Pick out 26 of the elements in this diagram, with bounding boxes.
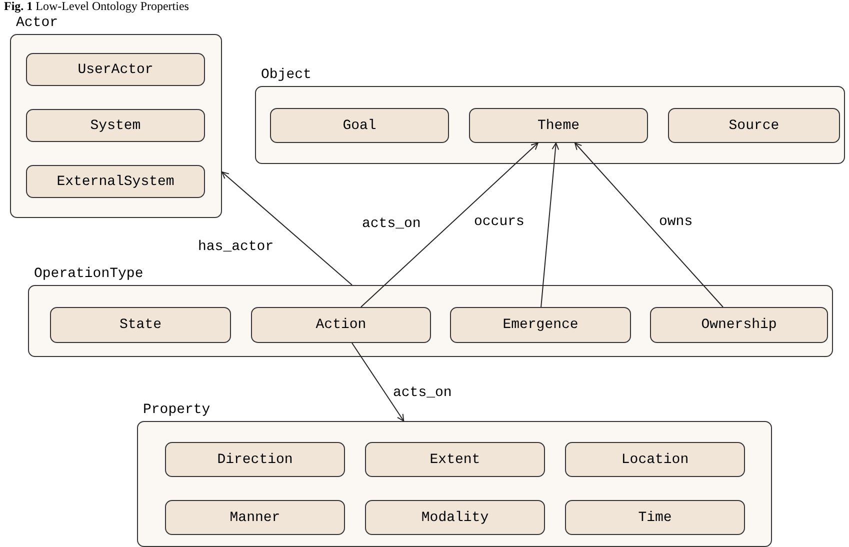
class-box: Action: [251, 307, 431, 343]
group-heading: Property: [143, 401, 210, 419]
class-box: State: [50, 307, 231, 343]
arrow: [574, 142, 724, 308]
arrow: [222, 172, 353, 286]
class-box: Modality: [365, 500, 545, 535]
group-heading: Object: [261, 66, 312, 84]
arrow: [360, 142, 538, 308]
arrow: [351, 342, 404, 422]
class-box: Manner: [165, 500, 345, 535]
class-box: ExternalSystem: [26, 165, 205, 198]
class-box: Location: [565, 442, 745, 477]
group-heading: OperationType: [34, 265, 144, 283]
class-box: Time: [565, 500, 745, 535]
class-box: Source: [668, 108, 840, 143]
class-box: Extent: [365, 442, 545, 477]
class-box: Theme: [469, 108, 648, 143]
class-box: Direction: [165, 442, 345, 477]
figure-caption: Fig. 1 Low-Level Ontology Properties: [4, 0, 189, 13]
class-box: Goal: [270, 108, 449, 143]
class-box: UserActor: [26, 53, 205, 86]
class-box: System: [26, 109, 205, 142]
class-box: Emergence: [450, 307, 631, 343]
group-heading: Actor: [16, 14, 58, 32]
class-box: Ownership: [650, 307, 828, 343]
arrow: [540, 142, 560, 308]
